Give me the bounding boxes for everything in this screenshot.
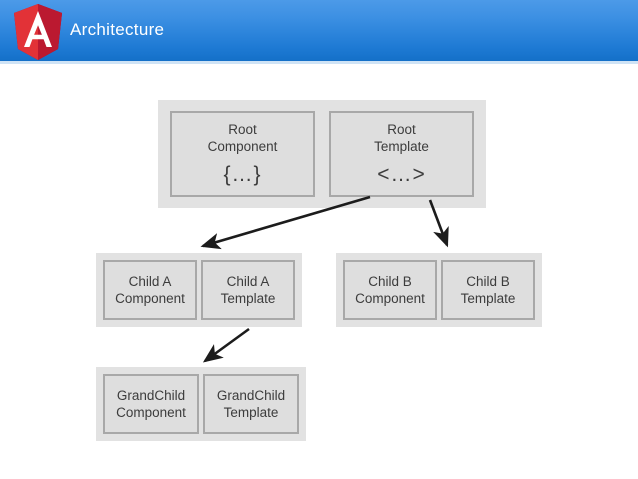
- child-b-component-box[interactable]: Child B Component: [343, 260, 437, 320]
- root-template-symbol: <…>: [377, 163, 426, 186]
- child-a-template-line-2: Template: [220, 291, 276, 306]
- root-group: Root Component {…} Root Template <…>: [158, 100, 486, 208]
- grandchild-template-box[interactable]: GrandChild Template: [203, 374, 299, 434]
- child-a-component-box[interactable]: Child A Component: [103, 260, 197, 320]
- grandchild-template-line-2: Template: [223, 405, 279, 420]
- angular-shield-icon: [12, 3, 64, 61]
- header-underline: [0, 61, 638, 64]
- root-component-line-1: Root: [228, 122, 257, 137]
- child-a-component-line-2: Component: [115, 291, 185, 306]
- root-template-box[interactable]: Root Template <…>: [329, 111, 474, 197]
- child-b-component-line-1: Child B: [368, 274, 412, 289]
- child-a-group: Child A Component Child A Template: [96, 253, 302, 327]
- root-component-line-2: Component: [207, 139, 278, 154]
- child-b-component-line-2: Component: [355, 291, 425, 306]
- child-a-template-line-1: Child A: [226, 274, 270, 289]
- app-header: [0, 0, 638, 61]
- grandchild-component-box[interactable]: GrandChild Component: [103, 374, 199, 434]
- child-a-template-box[interactable]: Child A Template: [201, 260, 295, 320]
- child-b-group: Child B Component Child B Template: [336, 253, 542, 327]
- child-b-template-line-1: Child B: [466, 274, 510, 289]
- child-b-template-line-2: Template: [460, 291, 516, 306]
- arrow-child-a-template-to-grandchild: [202, 327, 250, 363]
- page-title: Architecture: [70, 20, 165, 39]
- grandchild-component-line-2: Component: [116, 405, 186, 420]
- root-template-line-2: Template: [374, 139, 429, 154]
- grandchild-template-line-1: GrandChild: [216, 388, 286, 403]
- child-a-component-line-1: Child A: [128, 274, 172, 289]
- grandchild-group: GrandChild Component GrandChild Template: [96, 367, 306, 441]
- architecture-diagram: Root Component {…} Root Template <…> Chi…: [0, 64, 638, 479]
- root-template-line-1: Root: [387, 122, 416, 137]
- root-component-symbol: {…}: [223, 163, 262, 186]
- grandchild-component-line-1: GrandChild: [116, 388, 186, 403]
- root-component-box[interactable]: Root Component {…}: [170, 111, 315, 197]
- child-b-template-box[interactable]: Child B Template: [441, 260, 535, 320]
